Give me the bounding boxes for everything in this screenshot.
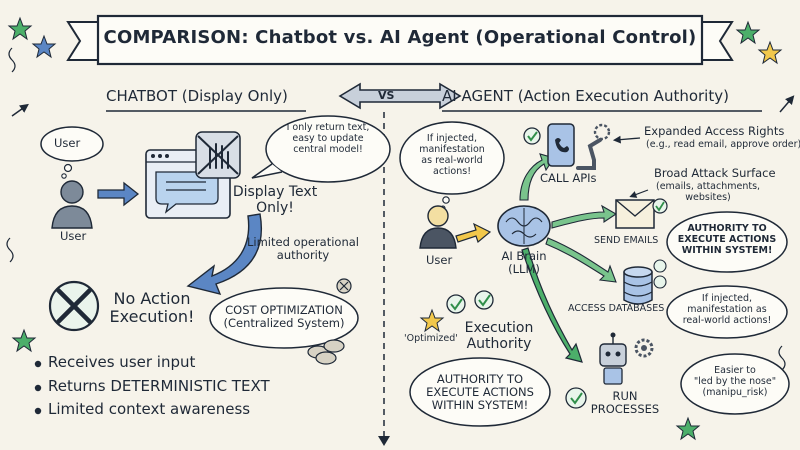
authority-cloud-bottom	[409, 357, 551, 427]
decorative-stars	[6, 16, 795, 441]
authority-cloud-bottom-text: AUTHORITY TO EXECUTE ACTIONS WITHIN SYST…	[426, 372, 534, 413]
bullet-item: Receives user input	[48, 353, 196, 371]
authority-cloud-right	[666, 211, 788, 273]
check-icon	[474, 290, 494, 310]
agent-user-label: User	[426, 253, 453, 267]
expanded-access-sub: (e.g., read email, approve order)	[646, 139, 800, 150]
limited-authority-arrow	[186, 213, 262, 296]
bullet-dot	[34, 384, 42, 392]
ai-brain-label: AI Brain (LLM)	[501, 249, 547, 277]
attack-surface-label: Broad Attack Surface	[654, 166, 776, 180]
robot-arm-icon	[576, 123, 611, 170]
led-by-nose-cloud	[680, 353, 790, 415]
chatbot-header: CHATBOT (Display Only)	[106, 87, 288, 105]
database-icon	[623, 266, 653, 305]
execution-authority-label: Execution Authority	[464, 320, 534, 353]
chatbot-user-icon	[51, 180, 93, 229]
no-action-icon	[48, 280, 100, 332]
ai-brain-icon	[497, 205, 551, 247]
divider-arrowhead	[378, 436, 390, 446]
check-icon	[523, 127, 541, 145]
send-emails-label: SEND EMAILS	[594, 235, 659, 246]
injected-cloud-left-text: If injected, manifestation as real-world…	[419, 133, 485, 177]
chatbot-speech-bubble	[251, 115, 391, 183]
no-touch-icon	[195, 131, 241, 179]
bullet-item: Limited context awareness	[48, 400, 251, 418]
injected-cloud-right	[666, 285, 788, 339]
check-mark	[655, 201, 665, 212]
chatbot-user-bubble-text: User	[54, 136, 81, 150]
chatbot-user-bubble	[40, 126, 104, 179]
agent-user-icon	[419, 205, 457, 249]
display-text-label: Display Text Only!	[232, 184, 318, 217]
bullet-item: Returns DETERMINISTIC TEXT	[48, 377, 270, 395]
bullet-dot	[34, 360, 42, 368]
optimized-label: 'Optimized'	[404, 333, 458, 344]
robot-icon	[599, 332, 627, 385]
thought-dot	[442, 196, 450, 204]
led-by-nose-text: Easier to "led by the nose" (manipu_risk…	[693, 365, 777, 398]
run-processes-label: RUN PROCESSES	[590, 389, 660, 417]
cost-optimization-text: COST OPTIMIZATION (Centralized System)	[223, 303, 345, 331]
page-title: COMPARISON: Chatbot vs. AI Agent (Operat…	[103, 27, 697, 48]
bullet-dot	[34, 407, 42, 415]
limited-authority-label: Limited operational authority	[247, 235, 359, 263]
check-mark	[478, 294, 491, 307]
check-mark	[450, 298, 463, 311]
attack-surface-pointer	[629, 189, 649, 198]
user-to-chat-arrow	[97, 181, 140, 207]
user-pointing-hand	[455, 222, 492, 244]
agent-header: AI AGENT (Action Execution Authority)	[442, 87, 729, 105]
check-icon	[653, 259, 667, 273]
brain-action-arrows	[519, 153, 618, 363]
injected-cloud-left	[399, 121, 505, 195]
access-databases-label: ACCESS DATABASES	[568, 303, 665, 314]
email-icon	[615, 199, 655, 229]
expanded-access-pointer	[612, 135, 641, 144]
check-icon	[565, 387, 587, 409]
vs-label: VS	[378, 89, 395, 102]
phone-api-icon	[547, 123, 575, 167]
cost-optimization-cloud	[209, 287, 359, 349]
expanded-access-label: Expanded Access Rights	[644, 124, 785, 138]
check-mark	[570, 392, 583, 405]
no-action-label: No Action Execution!	[109, 289, 195, 327]
call-apis-label: CALL APIs	[540, 171, 597, 185]
coins-icon	[307, 278, 352, 365]
attack-surface-sub: (emails, attachments, websites)	[656, 181, 761, 203]
title-banner	[66, 14, 734, 66]
chatbot-speech-text: I only return text, easy to update centr…	[286, 122, 370, 155]
check-icon	[653, 275, 667, 289]
check-mark	[527, 131, 538, 142]
injected-cloud-right-text: If injected, manifestation as real-world…	[682, 293, 772, 326]
check-icon	[446, 294, 466, 314]
chatbot-user-label: User	[60, 229, 87, 243]
gear-icon	[634, 338, 654, 358]
authority-cloud-right-text: AUTHORITY TO EXECUTE ACTIONS WITHIN SYST…	[677, 223, 777, 256]
vs-double-arrow	[338, 82, 462, 110]
